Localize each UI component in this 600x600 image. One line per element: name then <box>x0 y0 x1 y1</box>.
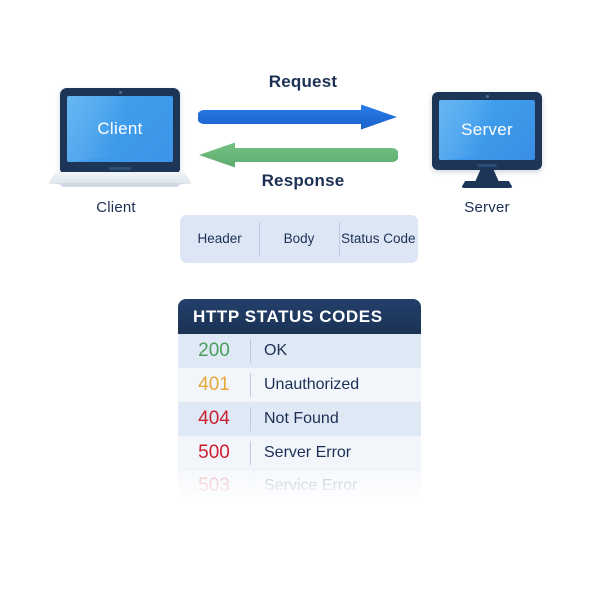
laptop-lid: Client <box>60 88 180 173</box>
server-screen-label: Server <box>461 120 513 139</box>
table-row: 404 Not Found <box>178 402 421 436</box>
server-caption: Server <box>464 199 510 216</box>
arrow-right-icon <box>198 104 397 130</box>
message-part-body: Body <box>259 222 338 256</box>
response-label: Response <box>261 171 345 190</box>
status-code-value: 500 <box>198 442 230 463</box>
monitor-camera-icon <box>485 95 489 98</box>
status-code-meaning: Not Found <box>264 410 339 427</box>
client-screen-label: Client <box>97 119 143 138</box>
laptop-hinge-notch <box>109 167 131 170</box>
server-monitor: Server <box>432 92 542 192</box>
table-row: 500 Server Error <box>178 436 421 470</box>
monitor-screen: Server <box>439 100 535 160</box>
monitor-foot <box>461 181 513 188</box>
status-code-value: 404 <box>198 408 230 429</box>
message-part-header: Header <box>197 231 242 246</box>
monitor-neck <box>475 170 499 182</box>
monitor-body: Server <box>432 92 542 170</box>
laptop-foot <box>57 183 183 187</box>
laptop-camera-icon <box>118 91 122 94</box>
status-code-meaning: Unauthorized <box>264 376 360 393</box>
message-parts-bar: Header Body Status Code <box>180 215 418 263</box>
status-table-fade-row: 503 Service Error <box>178 469 421 525</box>
status-table-title: HTTP STATUS CODES <box>178 299 421 334</box>
http-status-codes-table: HTTP STATUS CODES 200 OK 401 Unauthorize… <box>178 299 421 470</box>
table-row: 401 Unauthorized <box>178 368 421 402</box>
laptop-screen: Client <box>67 96 173 162</box>
status-code-value: 401 <box>198 374 230 395</box>
client-caption: Client <box>96 199 136 216</box>
status-code-value: 200 <box>198 340 230 361</box>
monitor-hinge-notch <box>477 164 497 167</box>
laptop-base <box>48 172 192 184</box>
table-row: 200 OK <box>178 334 421 368</box>
status-code-meaning: OK <box>264 342 288 359</box>
client-laptop: Client <box>48 88 192 193</box>
request-label: Request <box>268 72 338 91</box>
message-part-status-code: Status Code <box>338 222 418 256</box>
arrow-left-icon <box>199 142 398 168</box>
fade-overlay <box>178 469 421 525</box>
status-code-meaning: Server Error <box>264 444 352 461</box>
